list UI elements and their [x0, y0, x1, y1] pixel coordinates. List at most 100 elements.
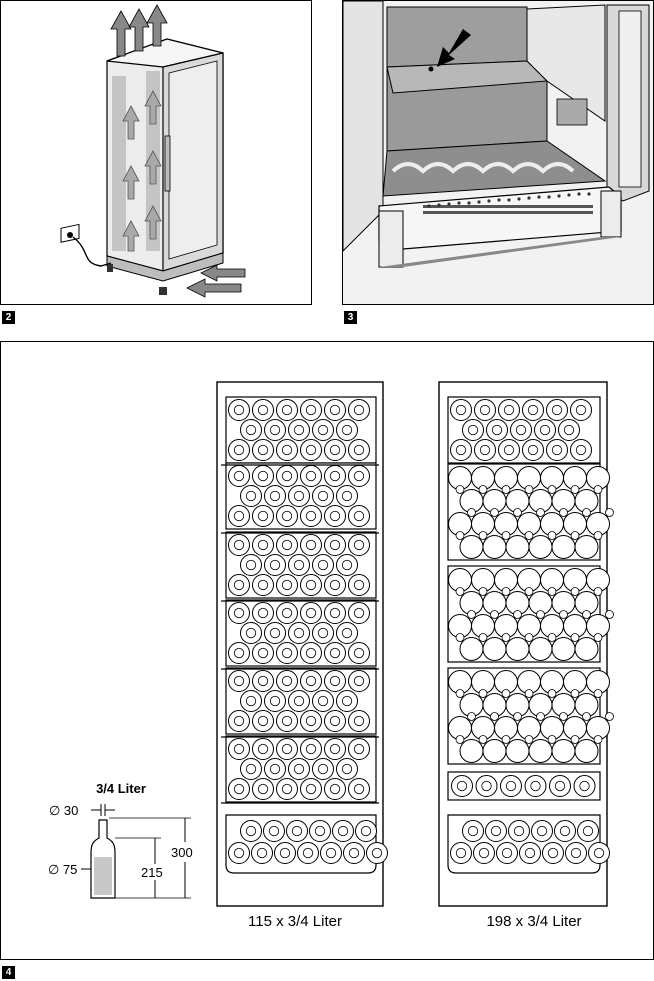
- bottle-end: [253, 643, 274, 664]
- bottle-end: [277, 535, 298, 556]
- bottle-end: [289, 759, 310, 780]
- bottle-end: [349, 739, 370, 760]
- bottle-end: [501, 776, 522, 797]
- bottle-end: [452, 776, 473, 797]
- bottle-end: [277, 440, 298, 461]
- bottle-end: [349, 671, 370, 692]
- bottle-base: [460, 536, 483, 559]
- bottle-end: [486, 821, 507, 842]
- body-diameter-label: ∅ 75: [48, 862, 77, 877]
- bottle-end: [325, 400, 346, 421]
- bottle-end: [463, 821, 484, 842]
- bottle-end: [497, 843, 518, 864]
- bottle-base: [506, 536, 529, 559]
- cabinet-caption-198: 198 x 3/4 Liter: [486, 913, 581, 930]
- bottle-end: [253, 575, 274, 596]
- bottle-base: [575, 536, 598, 559]
- bottle-dimension-drawing: 3/4 Liter ∅ 30 ∅ 75 215 300: [48, 781, 193, 898]
- cabinet-caption-115: 115 x 3/4 Liter: [248, 913, 342, 930]
- bottle-end: [555, 821, 576, 842]
- total-height-label: 300: [171, 845, 193, 860]
- bottle-end: [571, 440, 592, 461]
- bottle-end: [325, 671, 346, 692]
- bottle-end: [253, 603, 274, 624]
- bottle-end: [325, 575, 346, 596]
- bottle-end: [229, 400, 250, 421]
- bottle-end: [532, 821, 553, 842]
- bottle-end: [277, 603, 298, 624]
- bottle-end: [289, 420, 310, 441]
- bottle-end: [349, 440, 370, 461]
- bottle-end: [547, 440, 568, 461]
- bottle-end: [241, 420, 262, 441]
- bottle-end: [241, 623, 262, 644]
- bottle-end: [487, 420, 508, 441]
- bottle-base: [506, 638, 529, 661]
- bottle-base: [552, 536, 575, 559]
- bottle-end: [265, 623, 286, 644]
- bottle-end: [301, 535, 322, 556]
- bottle-end: [520, 843, 541, 864]
- bottle-end: [325, 779, 346, 800]
- bottle-end: [229, 779, 250, 800]
- bottle-end: [349, 575, 370, 596]
- bottle-end: [313, 486, 334, 507]
- bottle-base: [460, 740, 483, 763]
- bottle-end: [277, 506, 298, 527]
- bottle-end: [301, 466, 322, 487]
- bottle-end: [349, 643, 370, 664]
- bottle-base: [460, 638, 483, 661]
- bottle-end: [349, 711, 370, 732]
- bottle-end: [289, 623, 310, 644]
- bottle-end: [337, 623, 358, 644]
- bottle-end: [301, 440, 322, 461]
- figure-2-number: 2: [2, 311, 15, 324]
- bottle-end: [253, 535, 274, 556]
- bottle-end: [265, 691, 286, 712]
- bottle-end: [463, 420, 484, 441]
- bottle-base: [552, 740, 575, 763]
- bottle-end: [325, 466, 346, 487]
- bottle-end: [229, 711, 250, 732]
- bottle-end: [325, 643, 346, 664]
- bottle-end: [253, 440, 274, 461]
- bottle-end: [229, 575, 250, 596]
- bottle-end: [241, 821, 262, 842]
- bottle-end: [301, 506, 322, 527]
- bottle-end: [301, 643, 322, 664]
- bottle-end: [289, 691, 310, 712]
- bottle-end: [578, 821, 599, 842]
- bottle-end: [275, 843, 296, 864]
- bottle-end: [333, 821, 354, 842]
- bottle-end: [337, 759, 358, 780]
- bottle-end: [349, 535, 370, 556]
- bottle-end: [277, 400, 298, 421]
- bottle-end: [229, 506, 250, 527]
- bottle-end: [229, 535, 250, 556]
- bottle-end: [367, 843, 388, 864]
- bottle-base: [529, 740, 552, 763]
- bottle-end: [571, 400, 592, 421]
- bottle-end: [277, 779, 298, 800]
- bottle-end: [325, 711, 346, 732]
- bottle-end: [277, 711, 298, 732]
- bottle-end: [265, 759, 286, 780]
- bottle-end: [264, 821, 285, 842]
- bottle-end: [325, 603, 346, 624]
- cabinet-198-bottles: 198 x 3/4 Liter: [439, 382, 614, 930]
- bottle-end: [499, 400, 520, 421]
- bottle-end: [344, 843, 365, 864]
- bottle-end: [287, 821, 308, 842]
- bottle-end: [241, 555, 262, 576]
- bottle-end: [241, 691, 262, 712]
- bottle-base: [483, 536, 506, 559]
- bottle-end: [229, 603, 250, 624]
- interior-vent-illustration: [343, 1, 654, 305]
- bottle-end: [277, 575, 298, 596]
- bottle-end: [229, 739, 250, 760]
- bottle-end: [321, 843, 342, 864]
- bottle-end: [325, 535, 346, 556]
- bottle-end: [310, 821, 331, 842]
- bottle-end: [349, 603, 370, 624]
- storage-configurations-illustration: 3/4 Liter ∅ 30 ∅ 75 215 300: [1, 342, 654, 960]
